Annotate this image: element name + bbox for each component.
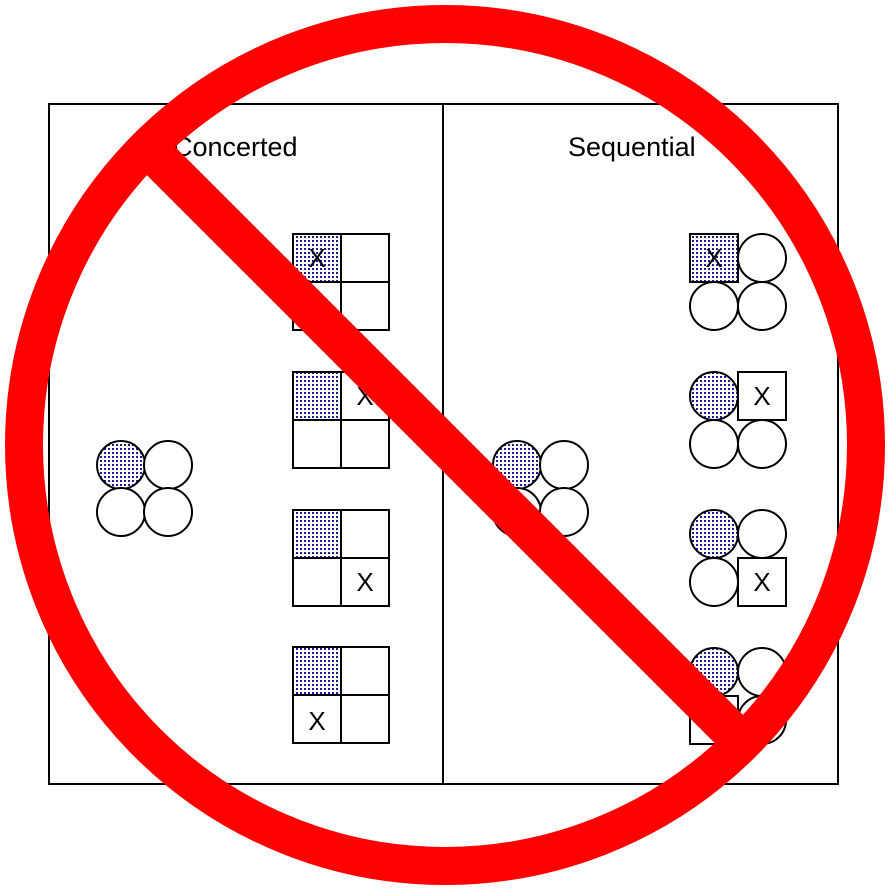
x-marker: X <box>356 567 373 597</box>
sequential-state-2: X <box>689 371 787 469</box>
sequential-state-3: X <box>689 509 787 607</box>
x-marker: X <box>753 381 770 411</box>
concerted-state-4: X <box>292 646 390 744</box>
concerted-initial-state <box>96 440 193 537</box>
concerted-title: Concerted <box>173 132 298 162</box>
sequential-state-1: X <box>689 233 787 331</box>
x-marker: X <box>308 706 325 736</box>
concerted-state-3: X <box>292 509 390 607</box>
sequential-title: Sequential <box>568 132 696 162</box>
prohibition-sign-icon <box>5 5 885 885</box>
x-marker: X <box>753 567 770 597</box>
x-marker: X <box>308 243 325 273</box>
concerted-state-2: X <box>292 371 390 469</box>
x-marker: X <box>705 243 722 273</box>
